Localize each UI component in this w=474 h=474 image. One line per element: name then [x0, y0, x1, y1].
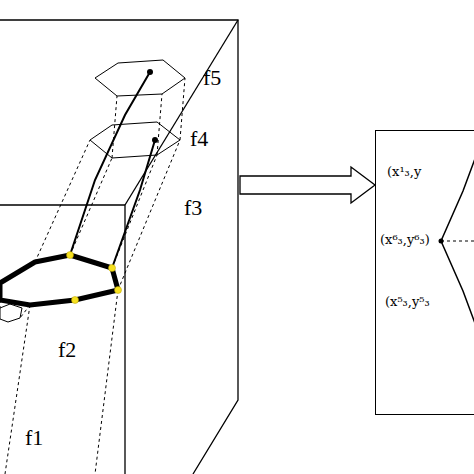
coordinate-label: (x⁶₃,y⁶₃) [379, 233, 431, 247]
slice-label: f5 [203, 66, 221, 90]
slice-label: f4 [190, 127, 208, 151]
block-arrow [240, 167, 375, 203]
coordinate-label: (x⁵₃,y⁵₃ [384, 295, 431, 309]
slice-label: f3 [184, 196, 202, 220]
slice-label: f1 [25, 426, 43, 450]
volume-box: f5 f4 f3 f2 f1 [0, 0, 240, 474]
coordinate-label: (x¹₃,y [386, 165, 422, 179]
projection-panel: (x¹₃,y (x⁶₃,y⁶₃) (x⁵₃,y⁵₃ [375, 130, 474, 415]
slice-label: f2 [58, 338, 76, 362]
